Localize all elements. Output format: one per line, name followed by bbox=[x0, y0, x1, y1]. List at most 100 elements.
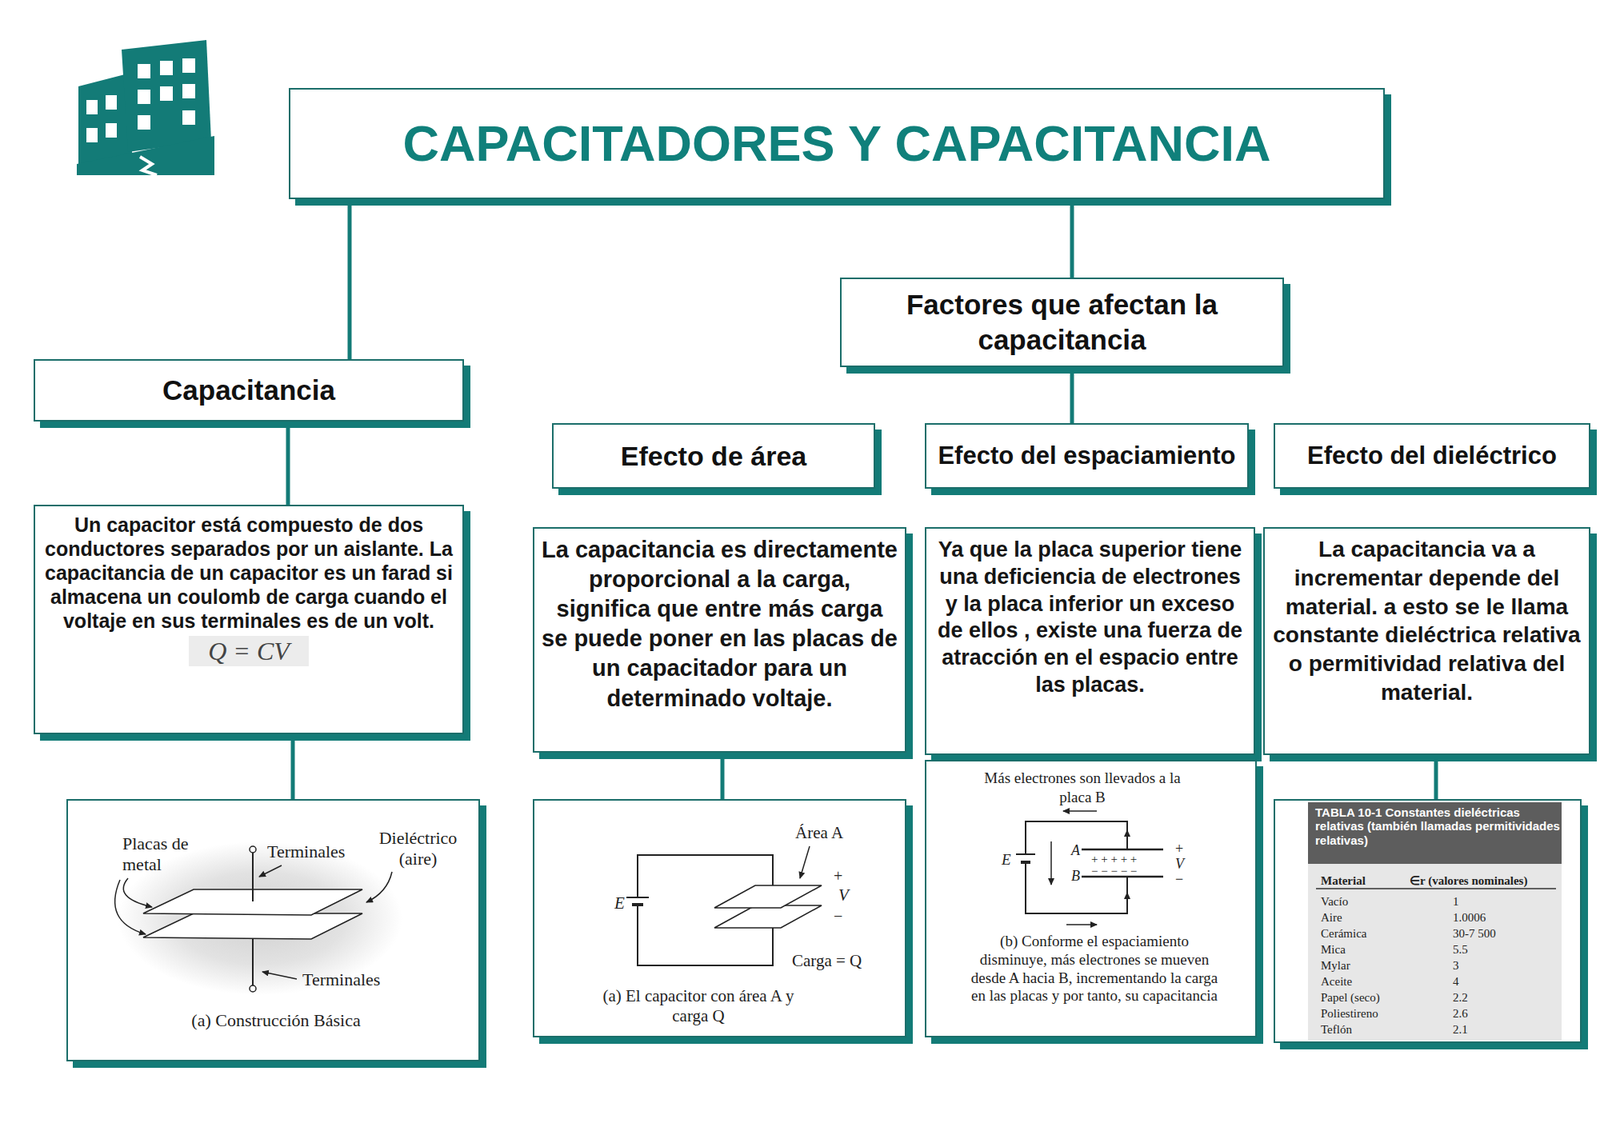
signal-label: E bbox=[1001, 851, 1012, 870]
body-text: La capacitancia es directamente proporci… bbox=[540, 535, 899, 714]
topic-heading: Capacitancia bbox=[43, 373, 455, 408]
topic-box: Capacitancia bbox=[33, 359, 464, 422]
table-cell: Mylar bbox=[1320, 960, 1351, 972]
battery-symbol bbox=[626, 896, 649, 899]
table-cell: Papel (seco) bbox=[1320, 992, 1380, 1004]
table-cell: 2.1 bbox=[1452, 1024, 1468, 1036]
leader-arrow bbox=[123, 878, 152, 908]
signal-label: − bbox=[1175, 872, 1184, 887]
capacitor-plate bbox=[714, 885, 822, 908]
signal-label: E bbox=[614, 893, 625, 914]
table-cell: 1.0006 bbox=[1452, 912, 1486, 924]
title-text: CAPACITADORES Y CAPACITANCIA bbox=[301, 116, 1372, 172]
table-body-band bbox=[1308, 864, 1562, 1041]
table-cell: Poliestireno bbox=[1320, 1008, 1379, 1020]
table-cell: 4 bbox=[1452, 976, 1460, 988]
building-shape bbox=[121, 40, 212, 152]
signal-label: V bbox=[1175, 856, 1184, 872]
leader-arrow bbox=[262, 972, 297, 980]
body-text: La capacitancia va a incrementar depende… bbox=[1271, 535, 1583, 708]
figure-box: TABLA 10-1 Constantes dieléctricas relat… bbox=[1273, 799, 1582, 1044]
current-arrow bbox=[1126, 830, 1128, 840]
window bbox=[137, 89, 151, 104]
window bbox=[182, 58, 196, 73]
window bbox=[137, 64, 151, 79]
table-cell: 5.5 bbox=[1452, 944, 1468, 956]
window bbox=[137, 115, 151, 130]
current-arrow bbox=[1126, 892, 1128, 904]
current-arrow bbox=[1050, 841, 1052, 885]
table-cell: Vacío bbox=[1320, 896, 1348, 908]
signal-label: − bbox=[833, 908, 843, 924]
body-text: Un capacitor está compuesto de dos condu… bbox=[41, 512, 456, 633]
part-label: Carga = Q bbox=[792, 951, 862, 972]
part-label: Terminales bbox=[302, 969, 380, 991]
window bbox=[160, 86, 173, 101]
capacitor-plate bbox=[714, 905, 822, 928]
figure-caption: (b) Conforme el espaciamiento disminuye,… bbox=[970, 932, 1219, 1006]
connector-line bbox=[720, 752, 725, 800]
table-cell: 30-7 500 bbox=[1452, 928, 1496, 940]
part-label: Terminales bbox=[267, 841, 345, 863]
leader-arrow bbox=[366, 872, 392, 903]
capacitor-plate bbox=[1081, 848, 1164, 852]
figure-box: Área A+V−ECarga = Q(a) El capacitor con … bbox=[532, 799, 907, 1038]
signal-label: V bbox=[838, 887, 849, 904]
definition-box: Un capacitor está compuesto de dos condu… bbox=[33, 504, 464, 735]
table-title: TABLA 10-1 Constantes dieléctricas relat… bbox=[1315, 805, 1565, 848]
window bbox=[86, 100, 98, 115]
table-header: Material bbox=[1320, 873, 1366, 888]
body-text: Ya que la placa superior tiene una defic… bbox=[932, 536, 1248, 700]
figure-box: Placas de metalTerminalesDieléctrico (ai… bbox=[66, 799, 480, 1062]
flow-arrow bbox=[1063, 810, 1097, 812]
charge-signs: − − − − − bbox=[1091, 865, 1137, 878]
factor-heading: Efecto del dieléctrico bbox=[1280, 440, 1584, 471]
leader-arrow bbox=[800, 846, 810, 879]
topic-box: Factores que afectan la capacitancia bbox=[840, 277, 1284, 368]
part-label: Placas de metal bbox=[122, 833, 203, 876]
table-cell: Aire bbox=[1320, 912, 1343, 924]
factor-heading: Efecto del espaciamiento bbox=[931, 440, 1243, 471]
plate-label: A bbox=[1071, 843, 1080, 858]
explanation-box: Ya que la placa superior tiene una defic… bbox=[924, 527, 1256, 756]
figure-note: Más electrones son llevados a la placa B bbox=[982, 768, 1183, 808]
factor-box: Efecto del dieléctrico bbox=[1273, 423, 1591, 489]
battery-symbol bbox=[632, 903, 644, 907]
connector-line bbox=[348, 199, 352, 360]
window bbox=[105, 95, 117, 110]
crack-line bbox=[140, 156, 157, 176]
table-cell: Mica bbox=[1320, 944, 1346, 956]
figure-caption: (a) El capacitor con área A y carga Q bbox=[590, 986, 807, 1027]
window bbox=[86, 128, 98, 143]
figure-caption: (a) Construcción Básica bbox=[148, 1010, 404, 1032]
spacing-circuit bbox=[1016, 811, 1164, 925]
table-cell: Cerámica bbox=[1320, 928, 1367, 940]
connector-line bbox=[291, 734, 296, 800]
connector-line bbox=[1434, 755, 1439, 800]
explanation-box: La capacitancia va a incrementar depende… bbox=[1263, 527, 1591, 756]
signal-label: + bbox=[1175, 841, 1184, 856]
topic-heading: Factores que afectan la capacitancia bbox=[849, 287, 1275, 358]
formula: Q = CV bbox=[188, 636, 309, 667]
window bbox=[160, 60, 173, 76]
window bbox=[182, 84, 196, 99]
metal-plate bbox=[143, 913, 363, 940]
factor-box: Efecto de área bbox=[552, 423, 876, 489]
connector-line bbox=[1070, 199, 1075, 278]
factor-heading: Efecto de área bbox=[558, 440, 869, 473]
battery-symbol bbox=[1020, 860, 1031, 864]
table-cell: 1 bbox=[1452, 896, 1460, 908]
table-cell: Teflón bbox=[1320, 1024, 1352, 1036]
figure-box: Más electrones son llevados a la placa B… bbox=[924, 760, 1257, 1038]
terminal-dot bbox=[249, 985, 256, 992]
table-cell: Aceite bbox=[1320, 976, 1352, 988]
factor-box: Efecto del espaciamiento bbox=[924, 423, 1249, 489]
terminal-lead bbox=[252, 852, 254, 902]
table-header: ∈r (valores nominales) bbox=[1409, 873, 1528, 888]
connector-line bbox=[1070, 367, 1075, 424]
signal-label: + bbox=[833, 868, 843, 884]
terminal-dot bbox=[249, 846, 256, 853]
area-circuit bbox=[626, 846, 822, 966]
part-label: Dieléctrico (aire) bbox=[368, 828, 468, 871]
charge-signs: + + + + + bbox=[1091, 853, 1137, 866]
